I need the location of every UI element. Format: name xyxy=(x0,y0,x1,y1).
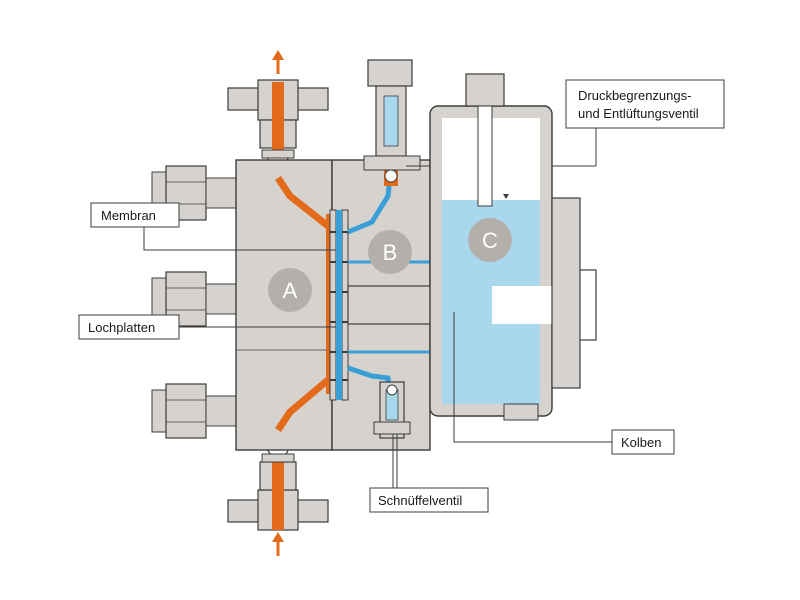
label-lochplatten: Lochplatten xyxy=(88,320,155,335)
label-schnueffelventil: Schnüffelventil xyxy=(378,493,462,508)
sniffer-valve xyxy=(373,381,411,439)
label-membran: Membran xyxy=(101,208,156,223)
side-bolts-left xyxy=(151,165,239,439)
arrow-up-icon xyxy=(272,532,284,556)
callout-schnueffelventil: Schnüffelventil xyxy=(369,434,489,513)
label-kolben: Kolben xyxy=(621,435,661,450)
relief-valve xyxy=(363,59,596,186)
membrane xyxy=(336,210,342,400)
zone-c-marker: C xyxy=(468,218,512,262)
label-druck-line1: Druckbegrenzungs- xyxy=(578,88,691,103)
inlet-fitting-bottom xyxy=(227,429,329,531)
callout-membran: Membran xyxy=(90,202,336,251)
callout-druckbegrenzungsventil: Druckbegrenzungs- und Entlüftungsventil xyxy=(565,79,725,166)
zone-b-label: B xyxy=(383,240,398,265)
callout-lochplatten: Lochplatten xyxy=(78,314,336,340)
callout-kolben: Kolben xyxy=(453,312,675,455)
label-druck-line2: und Entlüftungsventil xyxy=(578,106,699,121)
zone-c-label: C xyxy=(482,228,498,253)
zone-b-marker: B xyxy=(368,230,412,274)
arrow-up-icon xyxy=(272,50,284,74)
zone-a-marker: A xyxy=(268,268,312,312)
zone-a-label: A xyxy=(283,278,298,303)
